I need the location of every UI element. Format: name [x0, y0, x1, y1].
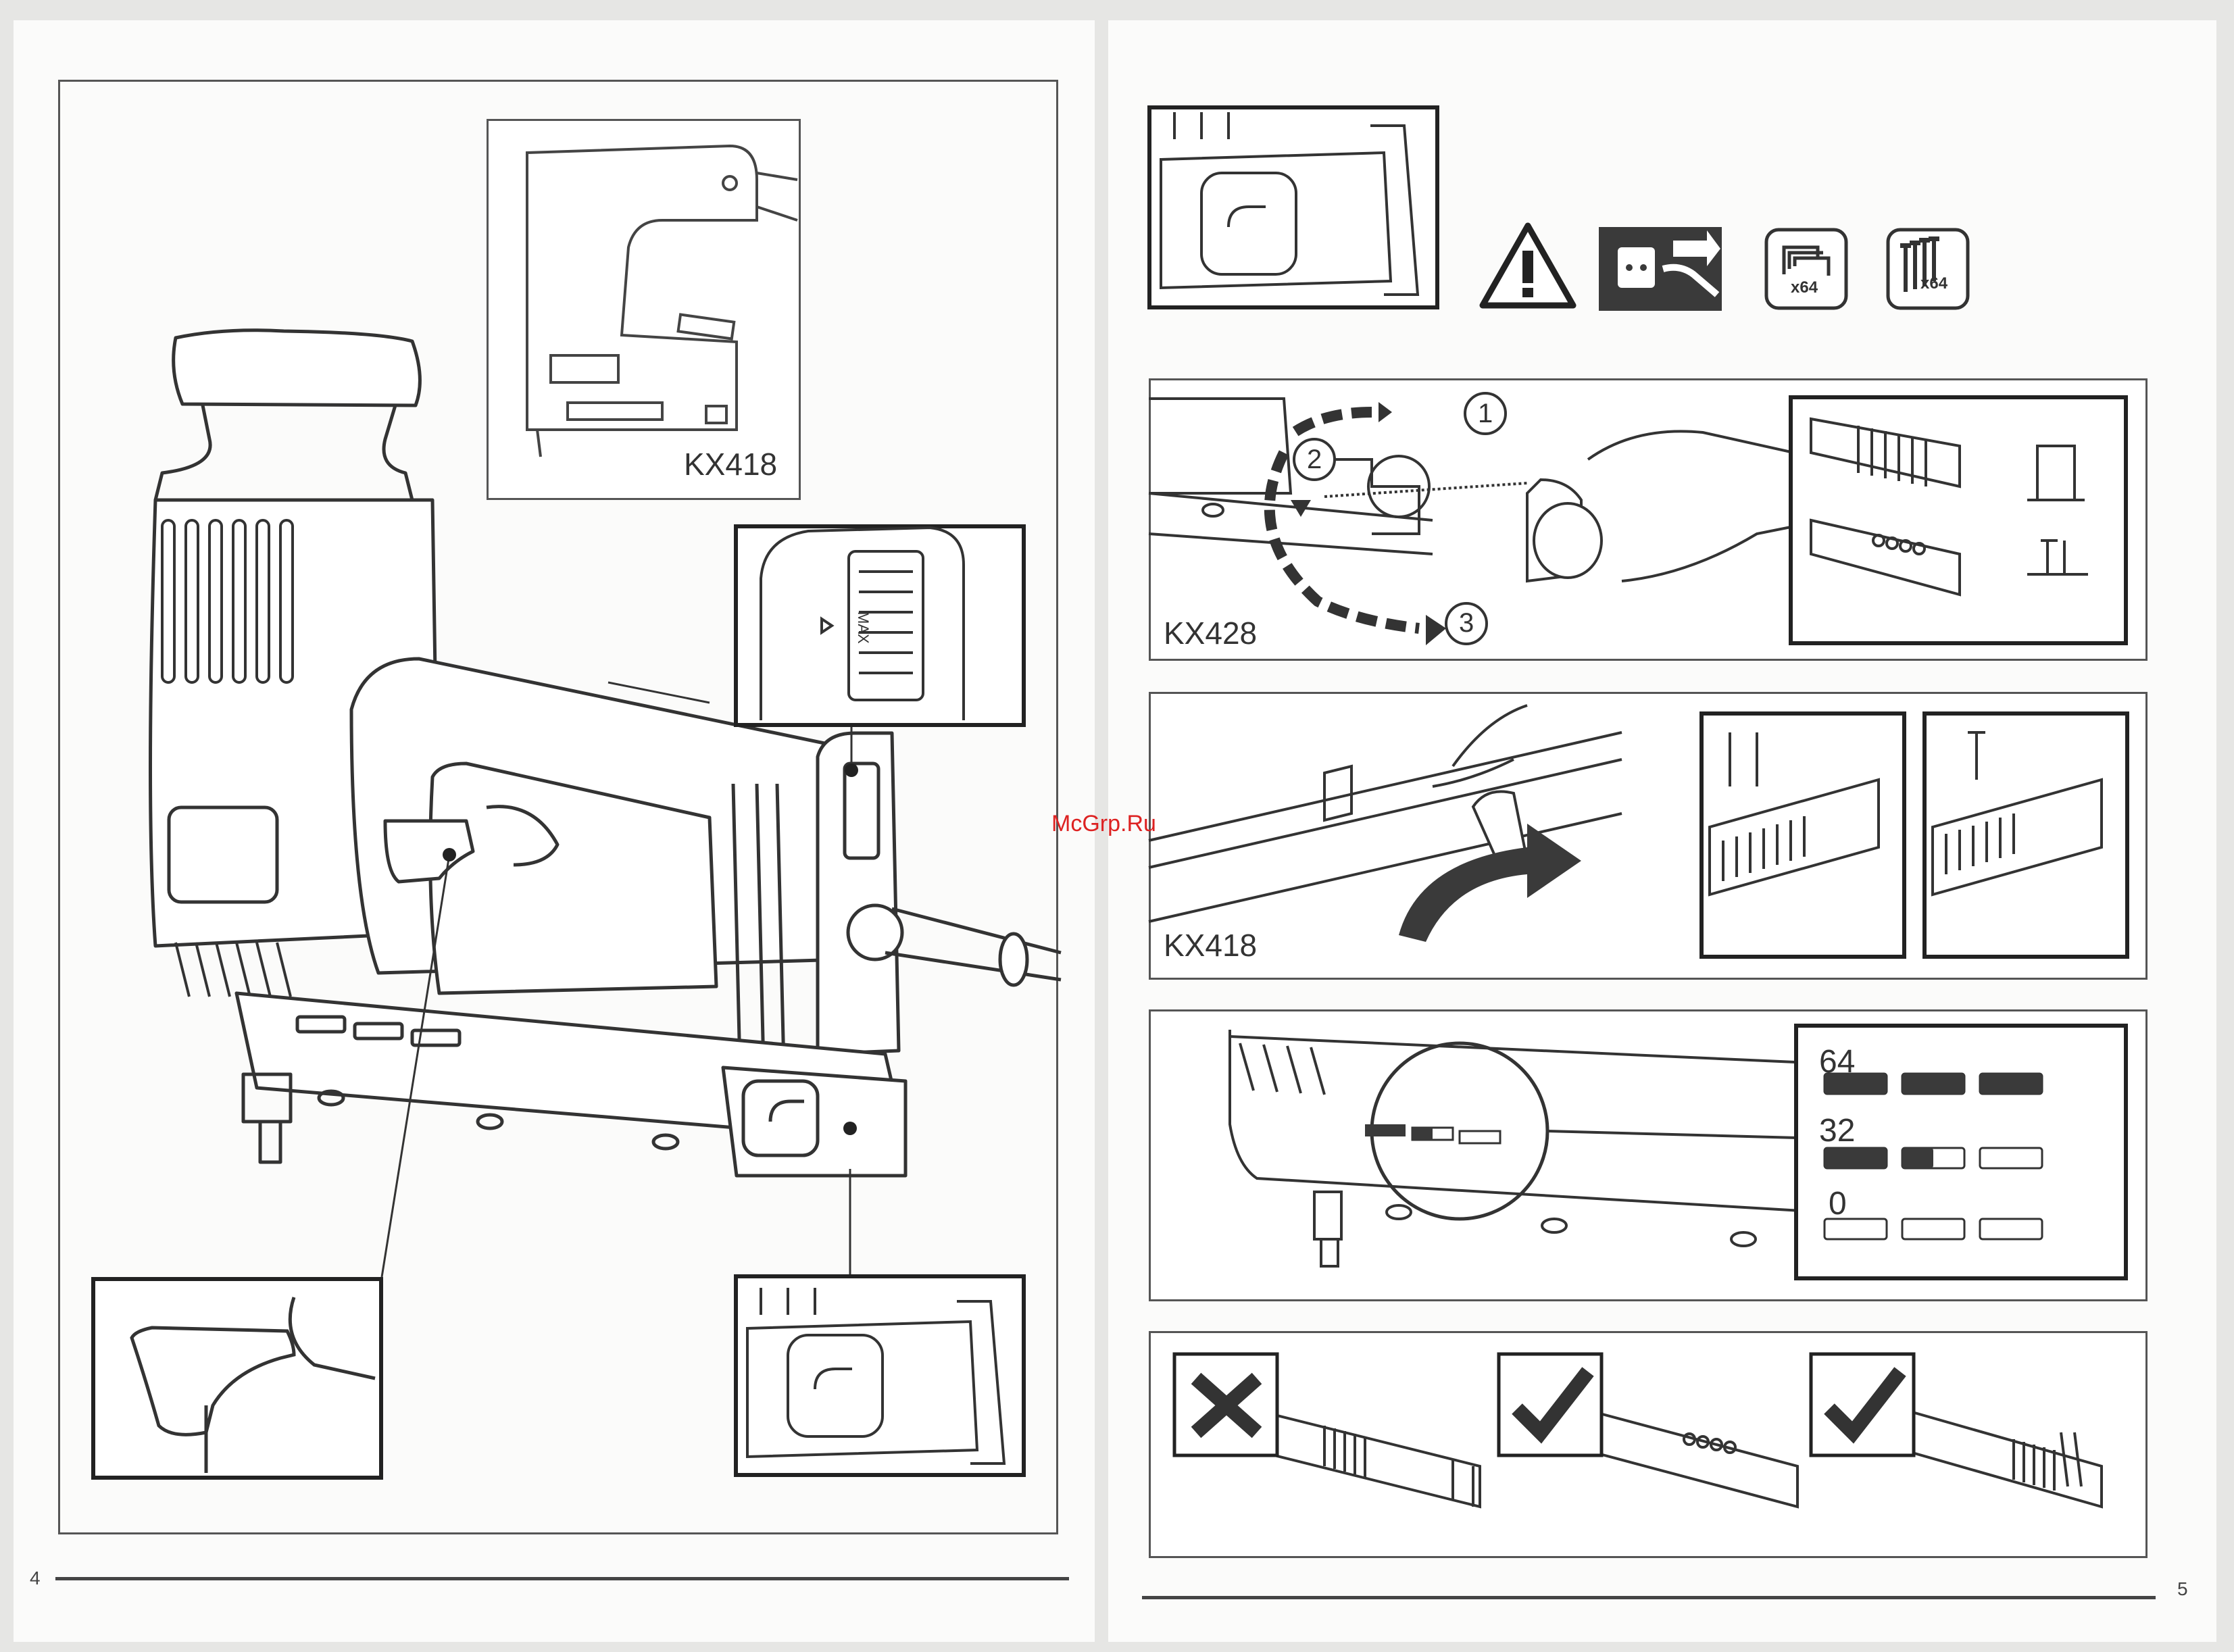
- panel-kx418-illustration: [1149, 692, 2148, 980]
- indicator-segment-fill: [1980, 1074, 2042, 1094]
- indicator-segment-fill: [1825, 1148, 1887, 1168]
- dial-zoom-illustration: [734, 524, 1026, 727]
- dial-max-label: MAX: [854, 611, 872, 644]
- indicator-level-0: 0: [1829, 1185, 1847, 1222]
- indicator-segment-fill: [1902, 1074, 1964, 1094]
- indicator-segment: [1902, 1219, 1964, 1239]
- kx418-inset-illustration: [487, 119, 801, 500]
- panel-loading-illustration: [1149, 1331, 2148, 1558]
- step-3-label: 3: [1459, 608, 1474, 639]
- indicator-segment-fill: [1902, 1148, 1933, 1168]
- trigger-zoom-illustration: [91, 1277, 383, 1480]
- indicator-segment: [1980, 1219, 2042, 1239]
- right-footer-rule: [1142, 1596, 2156, 1599]
- left-page-number: 4: [30, 1568, 41, 1589]
- watermark-text: McGrp.Ru: [1051, 811, 1156, 837]
- panel-kx428-illustration: [1149, 378, 2148, 661]
- kx428-model-label: KX428: [1164, 615, 1257, 651]
- right-page-number: 5: [2177, 1578, 2188, 1600]
- step-1-label: 1: [1478, 399, 1493, 429]
- staples-count-label: x64: [1791, 278, 1818, 297]
- staples-icon: [1764, 227, 1849, 311]
- indicator-segment: [1980, 1148, 2042, 1168]
- indicator-level-64: 64: [1819, 1043, 1855, 1080]
- left-footer-rule: [55, 1577, 1069, 1580]
- nails-count-label: x64: [1920, 274, 1947, 293]
- nails-icon: [1885, 227, 1970, 311]
- kx418-model-label: KX418: [1164, 927, 1257, 963]
- magazine-zoom-illustration-left: [734, 1274, 1026, 1477]
- magazine-zoom-illustration-right: [1147, 105, 1439, 309]
- unplug-icon: [1599, 227, 1722, 311]
- indicator-level-32: 32: [1819, 1112, 1855, 1149]
- step-2-label: 2: [1307, 445, 1322, 475]
- warning-triangle-icon: [1477, 220, 1579, 311]
- panel-indicator-illustration: [1149, 1009, 2148, 1301]
- kx418-inset-model-label: KX418: [684, 446, 777, 482]
